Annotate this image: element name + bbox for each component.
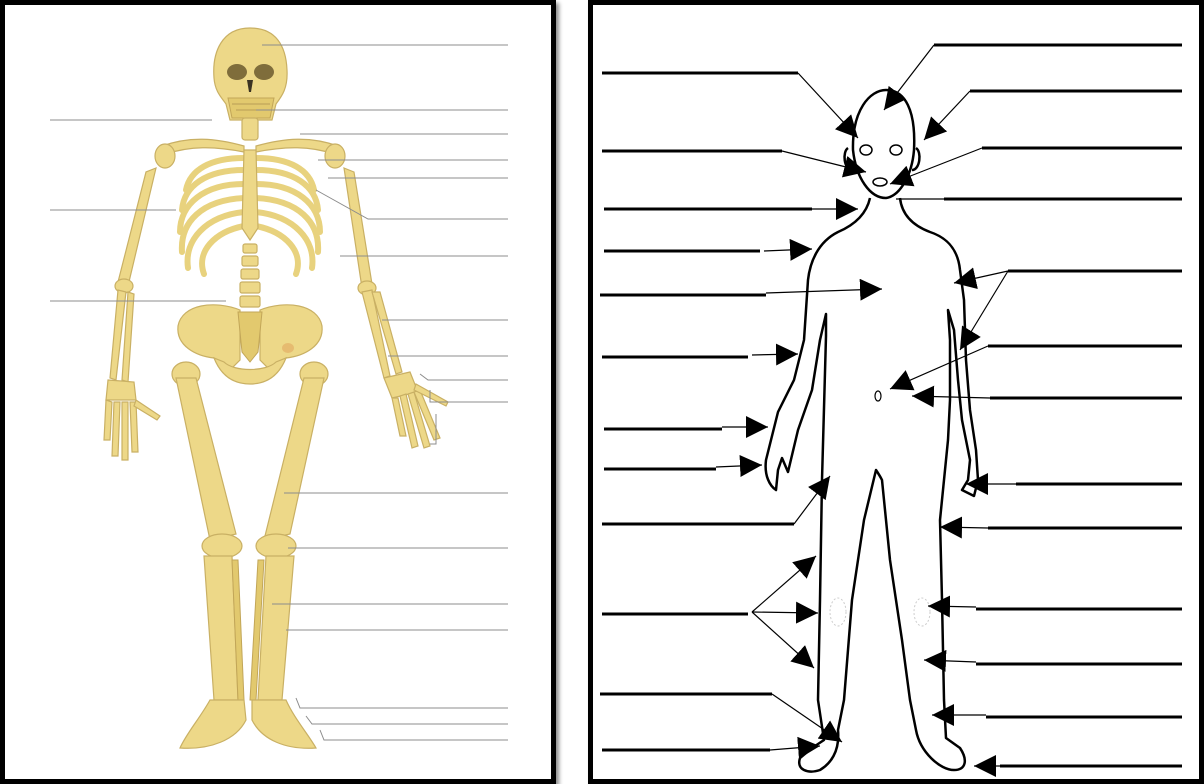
body-outline-panel: .blank { stroke:#000; stroke-width:3; } …	[588, 0, 1204, 784]
pointer-arrow	[764, 249, 812, 251]
pointer-arrow	[716, 465, 762, 467]
pointer-arrow	[752, 354, 798, 355]
leader-line	[320, 730, 508, 740]
body-label-blanks-right	[934, 45, 1182, 766]
skull	[214, 28, 287, 120]
leader-line	[420, 374, 508, 380]
cervical-spine	[242, 118, 258, 140]
mouth	[873, 178, 887, 186]
pointer-arrow	[924, 660, 976, 662]
pointer-arrow	[924, 91, 970, 140]
pointer-arrow	[794, 476, 830, 524]
pointer-arrow	[960, 271, 1008, 350]
pointer-arrow	[752, 556, 816, 612]
pointer-arrow	[766, 289, 882, 293]
left-leg	[172, 362, 246, 748]
pointer-arrow	[940, 527, 988, 528]
right-leg	[250, 362, 328, 748]
pointer-arrow	[890, 148, 982, 184]
pointer-arrow	[798, 73, 858, 138]
pointer-arrow	[772, 694, 842, 742]
body-outline	[766, 90, 978, 772]
right-arm	[344, 168, 418, 398]
pointer-arrow	[752, 612, 814, 668]
right-eye	[890, 145, 902, 155]
navel	[875, 391, 881, 401]
leader-line	[306, 716, 508, 724]
pointer-arrow	[890, 346, 988, 389]
right-knee-mark	[914, 598, 930, 626]
vertebral-column	[240, 244, 260, 307]
leader-line	[296, 698, 508, 708]
skeleton-diagram: .bone { fill:#EDD888; stroke:#C9B064; st…	[5, 5, 551, 779]
head-outline	[853, 90, 914, 198]
left-hand	[104, 400, 160, 460]
body-label-blanks-left	[600, 73, 812, 750]
body-outline-diagram: .blank { stroke:#000; stroke-width:3; } …	[593, 5, 1199, 779]
pointer-arrow	[928, 606, 976, 607]
left-eye	[860, 145, 872, 155]
left-arm	[106, 168, 156, 400]
leader-line	[316, 190, 508, 219]
pointer-arrow	[884, 45, 934, 110]
skeleton-panel: .bone { fill:#EDD888; stroke:#C9B064; st…	[0, 0, 556, 784]
left-knee-mark	[830, 598, 846, 626]
body-pointer-arrows	[716, 45, 1016, 766]
pointer-arrow	[752, 612, 818, 613]
